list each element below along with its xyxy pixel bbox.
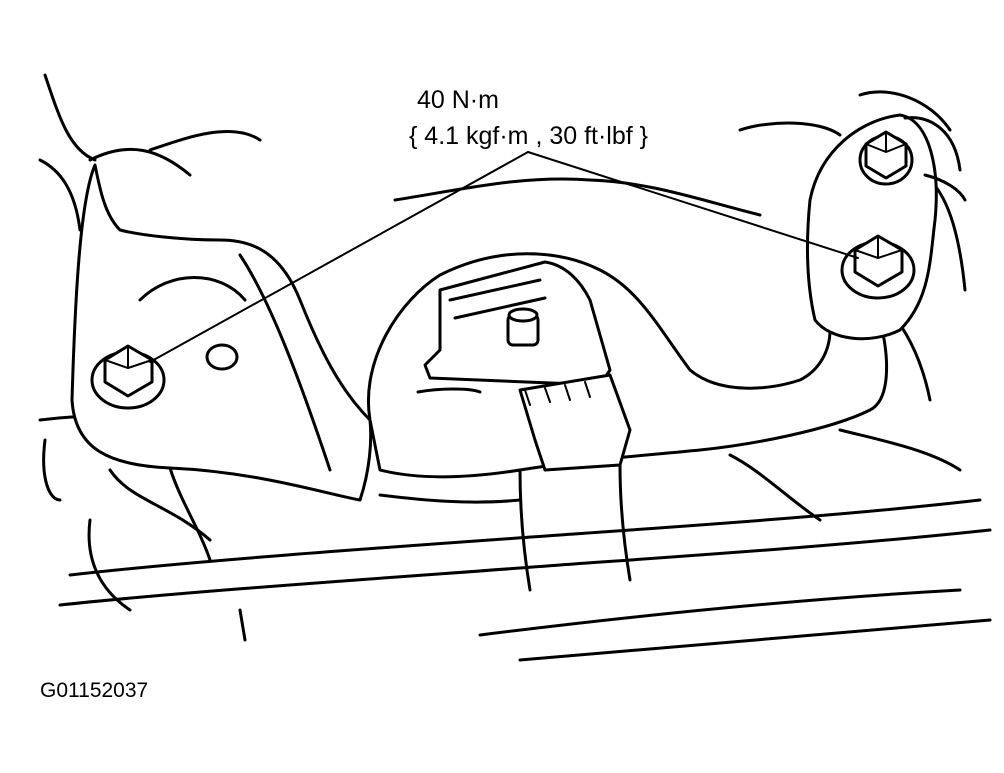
figure-code: G01152037 — [40, 679, 149, 702]
callout-leader-left — [149, 151, 529, 363]
left-bracket — [70, 163, 373, 562]
callout-leader-right — [527, 151, 859, 259]
torque-value-conversions: { 4.1 kgf·m , 30 ft·lbf } — [409, 122, 649, 150]
bolt-left — [90, 344, 166, 410]
bolt-right-upper — [858, 130, 914, 186]
center-mount-plate — [367, 252, 888, 592]
torque-value-metric: 40 N·m — [417, 86, 499, 114]
bolt-right-lower — [840, 234, 916, 300]
